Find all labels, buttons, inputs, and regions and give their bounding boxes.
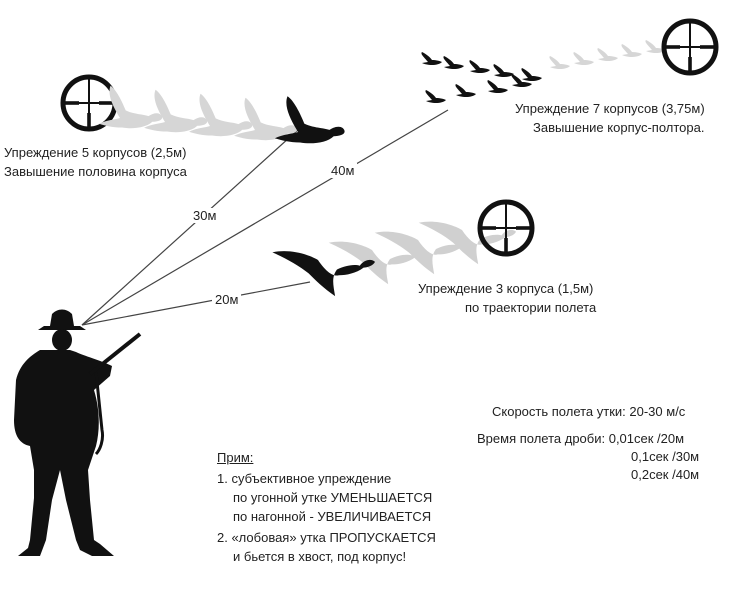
near-lead-label: Упреждение 5 корпусов (2,5м) — [4, 145, 187, 160]
note-2-line-2: и бьется в хвост, под корпус! — [233, 549, 407, 564]
scope-reticle-icon — [664, 21, 716, 73]
near-elevation-label: Завышение половина корпуса — [4, 164, 187, 179]
line-of-fire-20m — [81, 281, 311, 326]
rifle — [88, 332, 142, 456]
ghost-duck-silhouette — [99, 85, 298, 141]
ghost-goose-flock — [549, 40, 666, 69]
note-1-line-1: 1. субъективное упреждение — [217, 471, 392, 486]
hunter-silhouette — [14, 309, 114, 556]
shot-time-30m: 0,1сек /30м — [631, 449, 700, 464]
notes-title: Прим: — [217, 450, 254, 465]
far-elevation-label: Завышение корпус-полтора. — [533, 120, 705, 135]
scope-reticle-icon — [480, 202, 532, 254]
far-lead-label: Упреждение 7 корпусов (3,75м) — [515, 101, 705, 116]
ghost-duck-silhouette — [328, 221, 516, 285]
note-1-line-3: по нагонной - УВЕЛИЧИВАЕТСЯ — [233, 509, 432, 524]
distance-label-20m: 20м — [212, 292, 242, 307]
duck-silhouette — [274, 96, 345, 144]
line-of-fire-40m — [81, 109, 449, 326]
distance-label-40m: 40м — [328, 163, 358, 178]
low-lead-label: Упреждение 3 корпуса (1,5м) — [418, 281, 594, 296]
goose-flock — [421, 52, 542, 103]
note-1-line-2: по угонной утке УМЕНЬШАЕТСЯ — [233, 490, 433, 505]
shot-time-40m: 0,2сек /40м — [631, 467, 700, 482]
distance-label-30m: 30м — [190, 208, 220, 223]
duck-speed-text: Скорость полета утки: 20-30 м/с — [492, 404, 686, 419]
note-2-line-1: 2. «лобовая» утка ПРОПУСКАЕТСЯ — [217, 530, 436, 545]
low-trajectory-label: по траектории полета — [465, 300, 597, 315]
shot-time-20m: Время полета дроби: 0,01сек /20м — [477, 431, 685, 446]
line-of-fire-30m — [81, 127, 301, 326]
